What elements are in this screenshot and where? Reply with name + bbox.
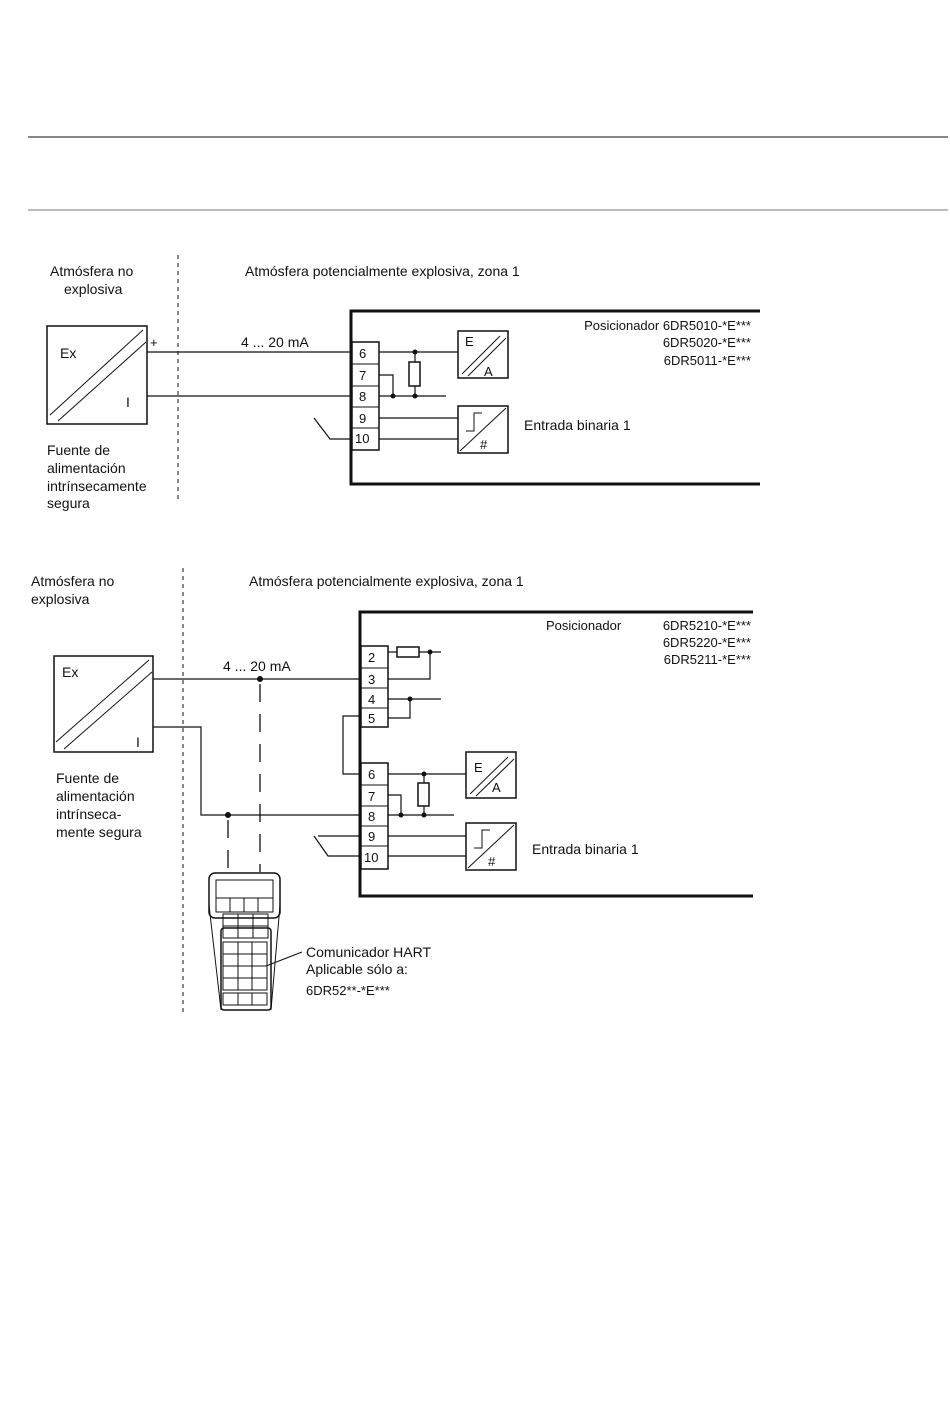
d2-terminal-10: 10 [364,850,378,865]
d2-resistor-bottom [417,782,430,807]
d1-terminal-6: 6 [359,346,366,361]
d2-power-supply-box [53,655,154,753]
d2-zone-safe-line2: explosiva [31,591,90,607]
d2-current-label: 4 ... 20 mA [223,658,291,674]
d1-caption-4: segura [47,495,90,511]
d1-switch [313,417,352,440]
hart-label-3: 6DR52**-*E*** [306,983,390,998]
d2-terminal-3: 3 [368,672,375,687]
d2-converter-a: A [492,780,501,795]
d2-wire-minus [153,726,361,816]
d2-zone-safe-line1: Atmósfera no [31,573,114,589]
d1-positioner-enclosure [349,309,760,486]
d1-positioner-line1: Posicionador 6DR5010-*E*** [584,318,751,333]
d1-i-label: I [126,394,130,410]
d2-ex-label: Ex [62,664,78,680]
d1-ex-label: Ex [60,345,76,361]
hart-label-1: Comunicador HART [306,944,431,960]
d1-power-supply-box [46,325,148,425]
d2-terminal-6: 6 [368,767,375,782]
diagram-1: Atmósfera no explosiva Atmósfera potenci… [46,255,760,511]
d2-terminal-4: 4 [368,692,375,707]
d2-positioner-model-2: 6DR5220-*E*** [663,635,751,650]
d1-zone-hazard: Atmósfera potencialmente explosiva, zona… [245,263,520,279]
d1-terminal-block [351,341,380,451]
d2-caption-3: intrínseca- [56,806,122,822]
d1-converter-e: E [465,334,474,349]
d2-binary-hash-icon: # [488,854,496,869]
d2-bridge-5-6 [342,715,361,775]
hart-communicator-icon [208,872,281,1011]
d2-terminal-8: 8 [368,809,375,824]
d2-terminal-block-top [360,645,389,728]
d1-zone-safe-line2: explosiva [64,281,123,297]
d2-caption-2: alimentación [56,788,135,804]
d2-terminal-7: 7 [368,789,375,804]
d2-zone-hazard: Atmósfera potencialmente explosiva, zona… [249,573,524,589]
d2-terminal-block-bottom [360,762,389,870]
d2-switch [313,835,361,857]
d2-i-label: I [136,734,140,750]
d2-positioner-model-1: 6DR5210-*E*** [663,618,751,633]
d2-caption-1: Fuente de [56,770,119,786]
hart-leader-line [265,951,303,967]
d2-positioner-label: Posicionador [546,618,622,633]
d1-positioner-line3: 6DR5011-*E*** [664,353,751,368]
d1-zone-safe-line1: Atmósfera no [50,263,133,279]
d1-binary-input-label: Entrada binaria 1 [524,417,631,433]
d1-terminal-10: 10 [355,431,369,446]
d1-terminal-9: 9 [359,411,366,426]
d1-caption-3: intrínsecamente [47,478,147,494]
d1-converter-a: A [484,364,493,379]
d1-caption-1: Fuente de [47,442,110,458]
d1-positioner-line2: 6DR5020-*E*** [663,335,751,350]
d1-plus-label: + [150,335,158,350]
d1-caption-2: alimentación [47,460,126,476]
diagram-2: Atmósfera no explosiva Atmósfera potenci… [31,568,753,1015]
d1-terminal-8: 8 [359,389,366,404]
d2-positioner-enclosure [358,610,753,898]
d2-terminal-9: 9 [368,829,375,844]
d2-positioner-model-3: 6DR5211-*E*** [664,652,751,667]
d1-binary-hash-icon: # [480,437,488,452]
d2-terminal-5: 5 [368,711,375,726]
d1-terminal-7: 7 [359,368,366,383]
d2-converter-e: E [474,760,483,775]
d1-current-label: 4 ... 20 mA [241,334,309,350]
d2-terminal-2: 2 [368,650,375,665]
d2-binary-input-label: Entrada binaria 1 [532,841,639,857]
hart-label-2: Aplicable sólo a: [306,961,408,977]
d1-resistor [408,361,421,387]
d2-caption-4: mente segura [56,824,142,840]
d2-resistor-top [396,646,420,658]
